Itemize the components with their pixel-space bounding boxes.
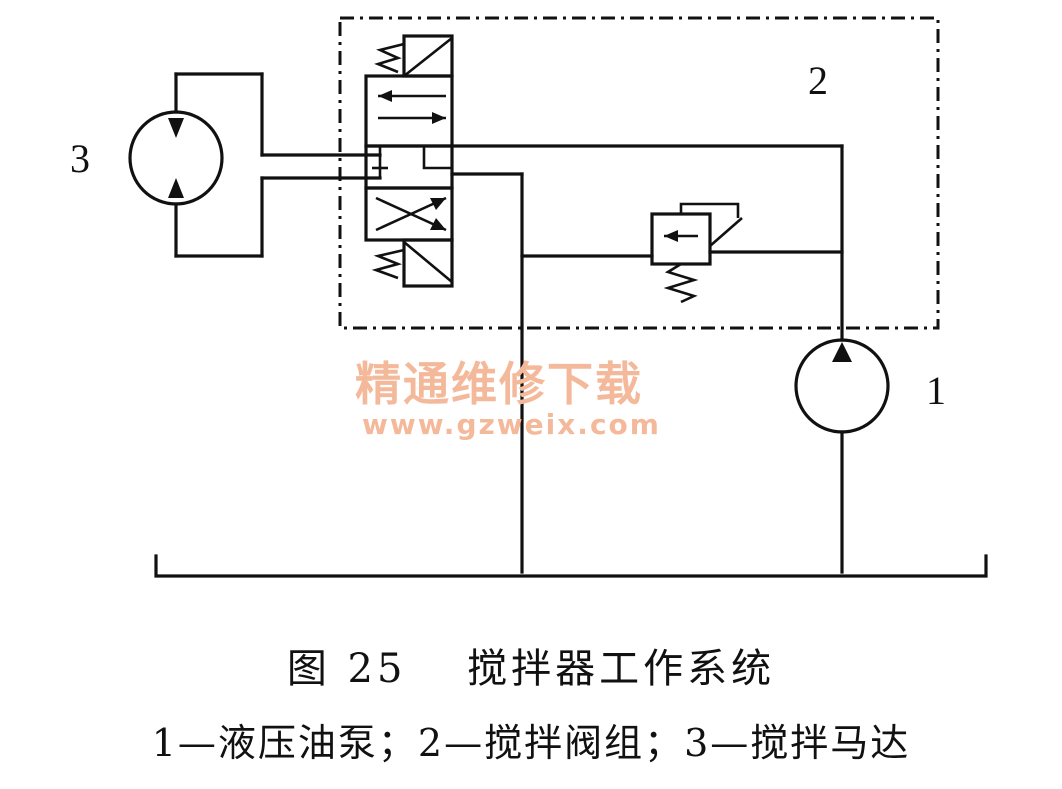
label-valve-group: 2 [808,58,828,103]
watermark-url: www.gzweix.com [362,408,661,441]
hydraulic-motor [128,72,382,258]
watermark-text: 精通维修下载 [355,357,643,411]
hydraulic-pump [794,338,890,574]
hydraulic-schematic: 精通维修下载 www.gzweix.com 3 2 1 [70,16,988,578]
label-motor: 3 [70,136,90,181]
valve-group-boundary [338,16,940,330]
figure-title: 图 25 搅拌器工作系统 [286,646,776,692]
tank [154,554,988,578]
label-pump: 1 [926,368,946,413]
relief-valve [520,202,844,304]
directional-valve [364,34,454,288]
figure-legend: 1—液压油泵；2—搅拌阀组；3—搅拌马达 [151,721,911,765]
